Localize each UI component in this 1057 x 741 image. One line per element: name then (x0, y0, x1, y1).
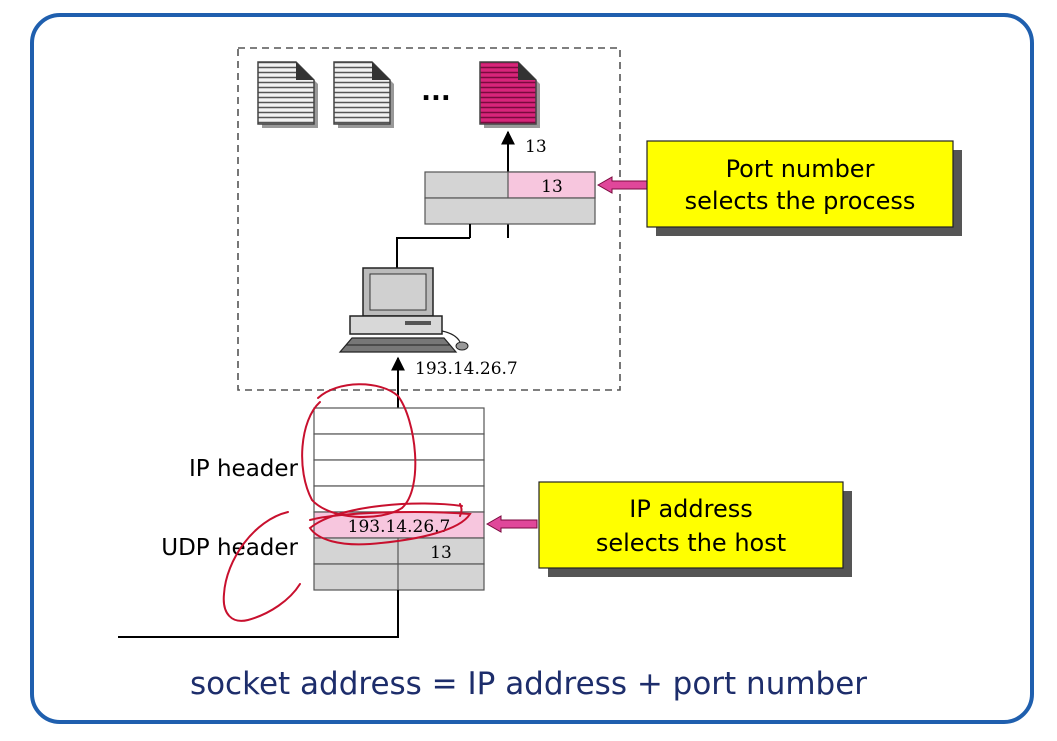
port-callout-line1: Port number (726, 155, 875, 183)
selected-process-document-icon (479, 61, 540, 128)
document-icon (333, 61, 394, 128)
port-callout-line2: selects the process (685, 187, 916, 215)
udp-header-label: UDP header (161, 535, 298, 561)
packet-ip-value: 193.14.26.7 (348, 517, 451, 537)
table-to-host-connector (396, 237, 470, 272)
port-callout (646, 140, 962, 236)
incoming-packet-line (118, 590, 399, 638)
pink-arrow-icon (485, 515, 538, 533)
ip-callout-line1: IP address (629, 495, 752, 523)
slide-frame (30, 13, 1034, 724)
host-udp-table (424, 171, 596, 225)
port-field-value: 13 (541, 177, 563, 197)
computer-icon (338, 267, 469, 353)
slide-caption: socket address = IP address + port numbe… (189, 666, 868, 702)
ip-header-label: IP header (189, 456, 299, 482)
process-ellipsis: ... (421, 77, 451, 107)
ip-callout-line2: selects the host (596, 529, 786, 557)
host-boundary-box (237, 47, 621, 391)
handwritten-annotation (222, 383, 472, 622)
packet-stack (313, 407, 485, 591)
packet-port-value: 13 (430, 543, 452, 563)
ip-callout (538, 481, 852, 577)
pink-arrow-icon (596, 176, 649, 194)
document-icon (257, 61, 318, 128)
port-number-arrow-label: 13 (525, 137, 547, 157)
host-ip-label: 193.14.26.7 (415, 359, 518, 379)
